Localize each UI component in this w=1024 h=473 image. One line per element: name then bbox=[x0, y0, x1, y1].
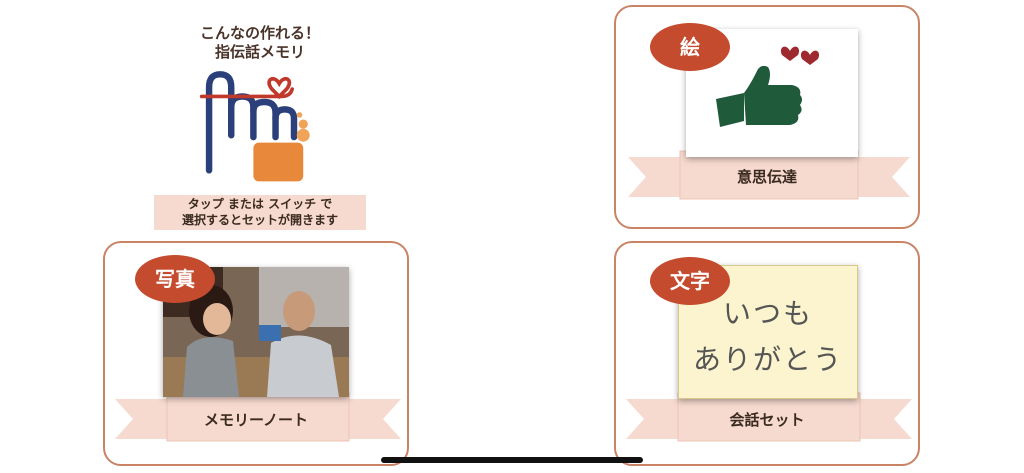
intro-hint-line1: タップ または スイッチ で bbox=[187, 197, 333, 211]
yubidenwa-logo-icon bbox=[199, 71, 310, 182]
ribbon-banner bbox=[626, 392, 912, 442]
home-indicator[interactable] bbox=[381, 457, 643, 463]
card-picture[interactable]: 絵 意思伝達 bbox=[614, 5, 920, 229]
badge-photo: 写真 bbox=[135, 255, 215, 303]
badge-picture: 絵 bbox=[650, 23, 730, 71]
memory-photo bbox=[163, 267, 349, 397]
photo-image bbox=[163, 267, 349, 397]
card-text[interactable]: いつも ありがとう 文字 会話セット bbox=[614, 241, 920, 466]
intro-hint-line2: 選択するとセットが開きます bbox=[181, 213, 338, 227]
card-label-photo: メモリーノート bbox=[203, 411, 309, 429]
note-line2: ありがとう bbox=[692, 343, 843, 376]
card-label-text: 会話セット bbox=[729, 411, 805, 429]
ribbon-banner bbox=[115, 392, 401, 442]
intro-panel: こんなの作れる！ 指伝話メモリ タップ または スイッチ で 選択するとセットが… bbox=[140, 8, 380, 230]
card-label-picture: 意思伝達 bbox=[736, 168, 797, 186]
note-line1: いつも bbox=[722, 297, 813, 330]
ribbon-banner bbox=[628, 150, 910, 200]
picture-thumbnail bbox=[686, 29, 858, 157]
thumbs-up-icon bbox=[716, 46, 820, 127]
intro-hint: タップ または スイッチ で 選択するとセットが開きます bbox=[154, 195, 366, 230]
intro-title-line1: こんなの作れる！ bbox=[199, 24, 320, 42]
intro-title-line2: 指伝話メモリ bbox=[214, 43, 305, 61]
card-photo[interactable]: 写真 メモリーノート bbox=[103, 241, 409, 466]
badge-text: 文字 bbox=[650, 257, 730, 305]
